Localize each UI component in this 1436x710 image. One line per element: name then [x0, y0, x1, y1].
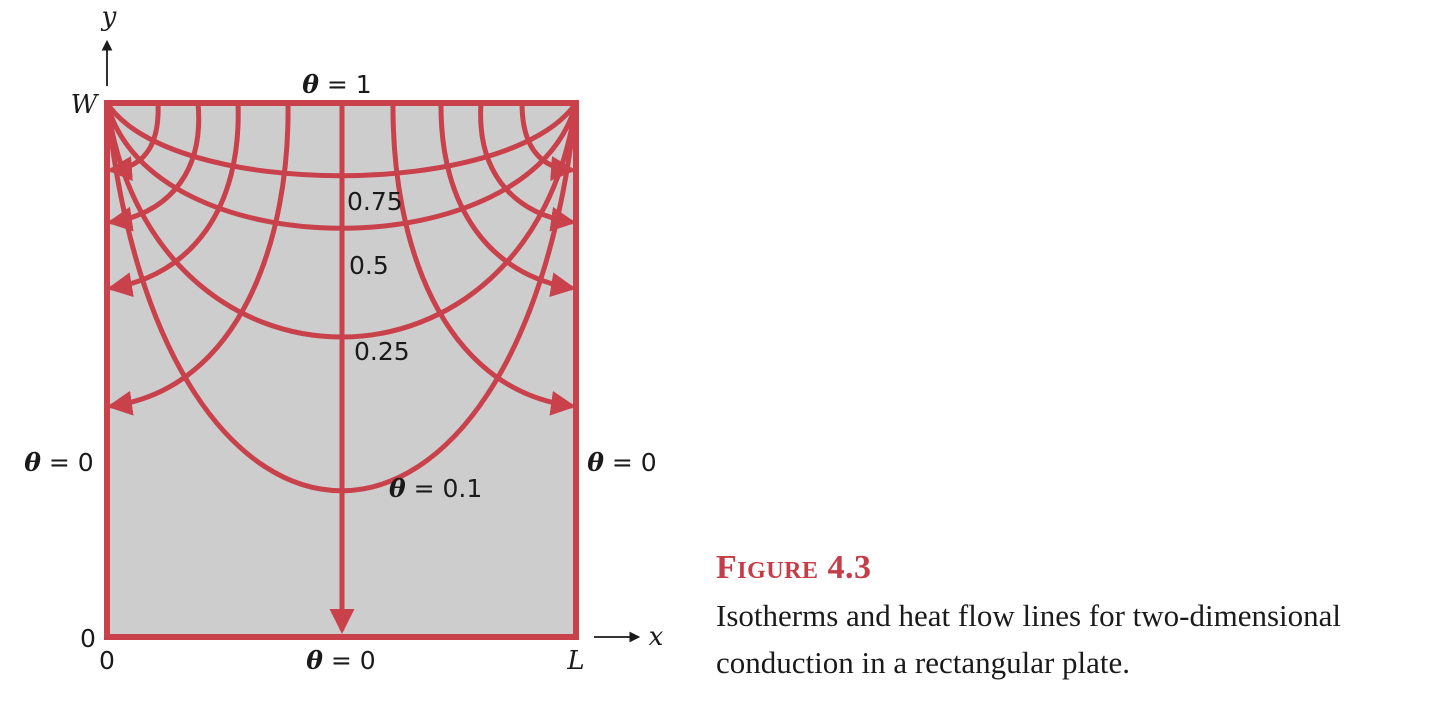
top-boundary-label: θ = 1 — [302, 70, 371, 99]
figure-caption-text: Isotherms and heat flow lines for two-di… — [716, 598, 1342, 680]
heat-flow-line — [390, 100, 576, 416]
heat-flow-line — [107, 100, 161, 182]
bottom-boundary-value: = 0 — [323, 646, 376, 675]
theta-symbol: θ — [24, 448, 41, 477]
bottom-boundary-label: θ = 0 — [306, 646, 375, 675]
theta-symbol: θ — [302, 70, 319, 99]
right-boundary-label: θ = 0 — [587, 448, 656, 477]
top-boundary-value: = 1 — [319, 70, 372, 99]
figure-title: Figure 4.3 — [716, 549, 872, 586]
heat-flow-line — [519, 100, 576, 182]
left-boundary-value: = 0 — [41, 448, 94, 477]
origin-x-label: 0 — [99, 646, 115, 675]
isotherm-label-0.75: 0.75 — [347, 187, 403, 216]
isotherm-0.1-value: = 0.1 — [406, 474, 483, 503]
left-boundary-label: θ = 0 — [24, 448, 93, 477]
right-boundary-value: = 0 — [604, 448, 657, 477]
x-axis-label: x — [649, 622, 664, 652]
origin-y-label: 0 — [80, 624, 96, 653]
heat-flow-line — [438, 100, 576, 298]
theta-symbol: θ — [587, 448, 604, 477]
theta-symbol: θ — [306, 646, 323, 675]
theta-symbol: θ — [389, 474, 406, 503]
length-label: L — [566, 646, 584, 676]
heat-flow-lines — [107, 100, 576, 634]
y-axis-label: y — [101, 2, 117, 32]
heat-flow-line — [478, 100, 576, 232]
plate-border — [104, 100, 579, 640]
isotherm-label-0.5: 0.5 — [349, 251, 389, 280]
plate-diagram: y x W 0 0 L θ = 1 θ = 0 θ = 0 θ = 0 0.75… — [24, 2, 664, 676]
figure-caption: Figure 4.3 Isotherms and heat flow lines… — [716, 548, 1426, 686]
height-label: W — [71, 90, 100, 120]
isotherm-label-0.1: θ = 0.1 — [389, 474, 482, 503]
isotherm-label-0.25: 0.25 — [354, 337, 410, 366]
heat-flow-line — [107, 100, 202, 232]
heat-flow-line — [107, 100, 241, 298]
heat-flow-line — [107, 100, 291, 416]
